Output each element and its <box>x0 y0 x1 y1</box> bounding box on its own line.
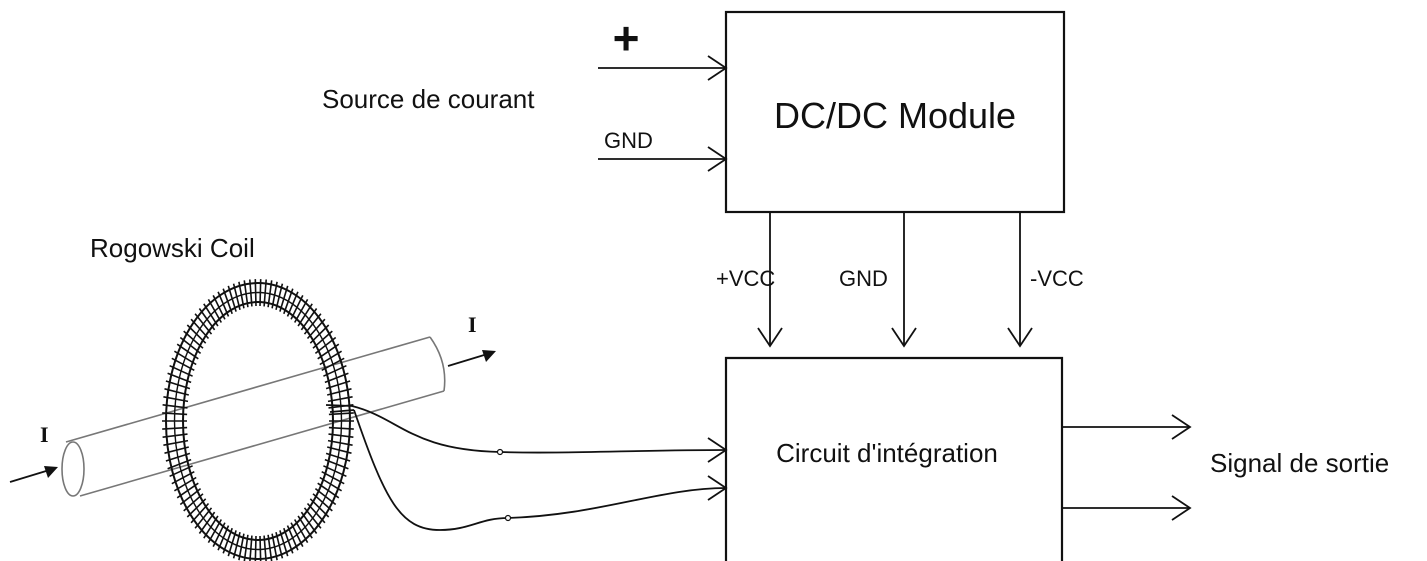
conductor-end-right <box>429 336 446 392</box>
coil-windings <box>162 279 354 561</box>
lead-lower <box>353 409 727 531</box>
current-label-left: I <box>40 422 49 447</box>
conductor-top-edge <box>65 336 431 443</box>
lead-stub-2 <box>329 409 355 413</box>
integrator-box <box>724 356 1064 561</box>
vcc-neg-label: -VCC <box>1030 266 1084 291</box>
gnd-supply-label: GND <box>839 266 888 291</box>
conductor-end-left <box>61 441 85 497</box>
conductor-bottom-edge <box>79 390 445 497</box>
dcdc-module-box <box>724 10 1066 214</box>
integrator-label: Circuit d'intégration <box>776 438 998 468</box>
rogowski-coil <box>61 279 446 561</box>
coil-midline <box>173 291 343 551</box>
current-arrow-right <box>447 350 496 367</box>
vcc-neg-arrow <box>1007 212 1033 348</box>
output-signal-label: Signal de sortie <box>1210 448 1389 478</box>
current-label-right: I <box>468 312 477 337</box>
lead-terminal-2 <box>504 514 512 522</box>
current-arrow-left <box>9 466 58 483</box>
output-arrow-2 <box>1062 495 1192 521</box>
gnd-input-label: GND <box>604 128 653 153</box>
coil-winding <box>254 535 257 561</box>
rogowski-label: Rogowski Coil <box>90 233 255 263</box>
gnd-input-arrow <box>598 146 728 172</box>
source-label: Source de courant <box>322 84 535 114</box>
lead-stub-1 <box>325 404 353 407</box>
coil-winding <box>259 535 262 561</box>
gnd-supply-arrow <box>891 212 917 348</box>
plus-label: + <box>613 12 640 64</box>
vcc-pos-label: +VCC <box>716 266 775 291</box>
output-arrow-1 <box>1062 414 1192 440</box>
lead-upper <box>351 405 727 454</box>
plus-input-arrow <box>598 55 728 81</box>
dcdc-module-label: DC/DC Module <box>774 95 1016 136</box>
vcc-pos-arrow <box>757 212 783 348</box>
coil-leads <box>325 404 728 531</box>
lead-terminal-1 <box>496 448 504 456</box>
